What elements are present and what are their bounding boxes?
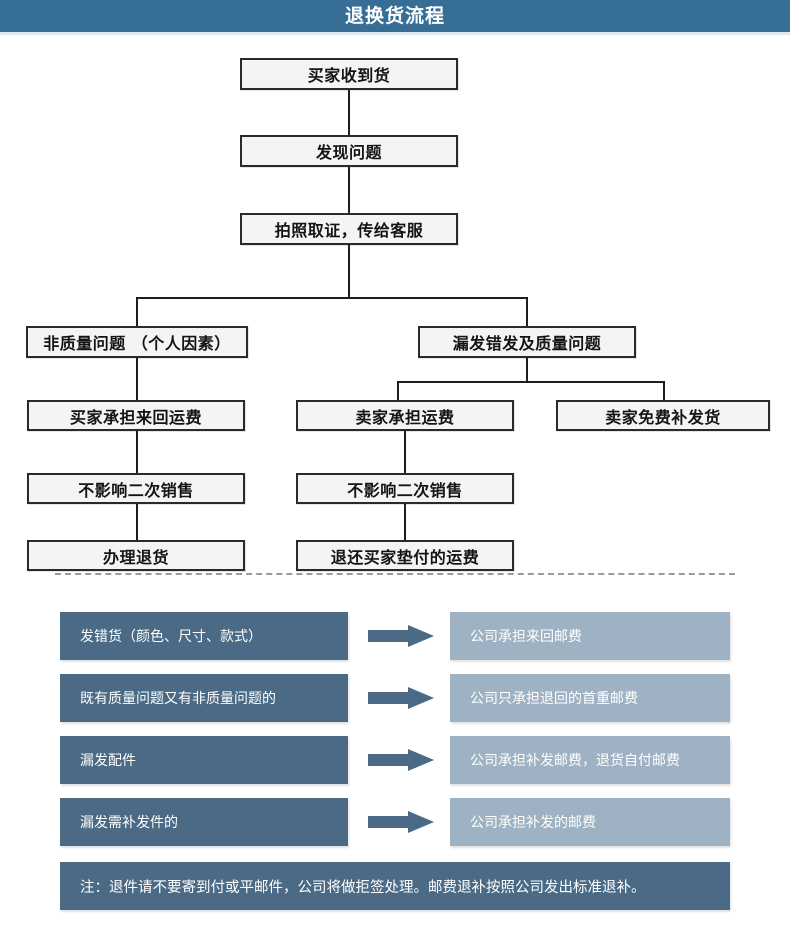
header-underline [0, 32, 790, 35]
flow-node-label: 卖家承担运费 [355, 407, 455, 427]
connector-n3-split-bar [136, 297, 528, 299]
connector-n9-n11 [136, 504, 138, 545]
connector-n3-split-stem [348, 245, 350, 297]
flow-node-non-quality-issue: 非质量问题 （个人因素） [26, 326, 248, 358]
connector-n7-n10 [404, 431, 406, 473]
connector-split-to-n4 [136, 297, 138, 326]
flow-node-buyer-pays-shipping: 买家承担来回运费 [27, 400, 245, 431]
flow-node-process-return: 办理退货 [27, 540, 245, 571]
flow-node-no-resale-impact-left: 不影响二次销售 [27, 473, 245, 504]
flow-node-buyer-received: 买家收到货 [240, 58, 458, 90]
connector-n4-n6 [136, 358, 138, 400]
flow-node-refund-prepaid-shipping: 退还买家垫付的运费 [296, 540, 514, 571]
policy-cause: 发错货（颜色、尺寸、款式） [60, 612, 348, 660]
flow-node-found-problem: 发现问题 [240, 135, 458, 167]
right-arrow-icon [368, 811, 434, 833]
flow-node-label: 发现问题 [315, 143, 382, 162]
flow-node-label: 非质量问题 （个人因素） [43, 334, 231, 353]
policy-cause: 既有质量问题又有非质量问题的 [60, 674, 348, 722]
right-arrow-icon [368, 625, 434, 647]
policy-result: 公司承担来回邮费 [450, 612, 730, 660]
returns-flowchart: 买家收到货 发现问题 拍照取证，传给客服 非质量问题 （个人因素） 漏发错发及质… [0, 35, 790, 571]
connector-n1-n2 [348, 90, 350, 135]
flow-node-seller-pays-shipping: 卖家承担运费 [296, 400, 514, 431]
policy-result: 公司承担补发的邮费 [450, 798, 730, 846]
policy-row: 既有质量问题又有非质量问题的 公司只承担退回的首重邮费 [60, 674, 730, 722]
connector-split-to-n5 [526, 297, 528, 326]
flow-node-seller-free-reship: 卖家免费补发货 [556, 400, 770, 431]
flow-node-label: 不影响二次销售 [78, 480, 194, 500]
flow-node-label: 买家收到货 [307, 66, 391, 85]
section-divider [55, 573, 735, 575]
policy-result: 公司承担补发邮费，退货自付邮费 [450, 736, 730, 784]
connector-n10-n12 [404, 504, 406, 545]
flow-node-label: 漏发错发及质量问题 [452, 334, 602, 353]
connector-split-to-n8 [663, 381, 665, 400]
page-title: 退换货流程 [344, 5, 445, 27]
policy-result: 公司只承担退回的首重邮费 [450, 674, 730, 722]
connector-n2-n3 [348, 167, 350, 213]
flow-node-label: 退还买家垫付的运费 [330, 547, 480, 567]
flow-node-label: 拍照取证，传给客服 [274, 221, 424, 240]
right-arrow-icon [368, 687, 434, 709]
page-header: 退换货流程 [0, 0, 790, 32]
flow-node-label: 买家承担来回运费 [69, 407, 202, 427]
flow-node-no-resale-impact-right: 不影响二次销售 [296, 473, 514, 504]
flow-node-photo-evidence: 拍照取证，传给客服 [240, 213, 458, 245]
policy-cause: 漏发配件 [60, 736, 348, 784]
flow-node-label: 办理退货 [102, 547, 169, 567]
policy-note: 注：退件请不要寄到付或平邮件，公司将做拒签处理。邮费退补按照公司发出标准退补。 [60, 862, 730, 910]
flow-node-label: 不影响二次销售 [347, 480, 463, 500]
policy-row: 发错货（颜色、尺寸、款式） 公司承担来回邮费 [60, 612, 730, 660]
right-arrow-icon [368, 749, 434, 771]
policy-cause: 漏发需补发件的 [60, 798, 348, 846]
policy-row: 漏发需补发件的 公司承担补发的邮费 [60, 798, 730, 846]
policy-row: 漏发配件 公司承担补发邮费，退货自付邮费 [60, 736, 730, 784]
flow-node-missing-wrong-quality: 漏发错发及质量问题 [418, 326, 636, 358]
connector-n6-n9 [136, 431, 138, 473]
connector-split-to-n7 [397, 381, 399, 400]
connector-n5-split-bar [397, 381, 665, 383]
flow-node-label: 卖家免费补发货 [605, 407, 721, 427]
connector-n5-split-stem [526, 358, 528, 381]
